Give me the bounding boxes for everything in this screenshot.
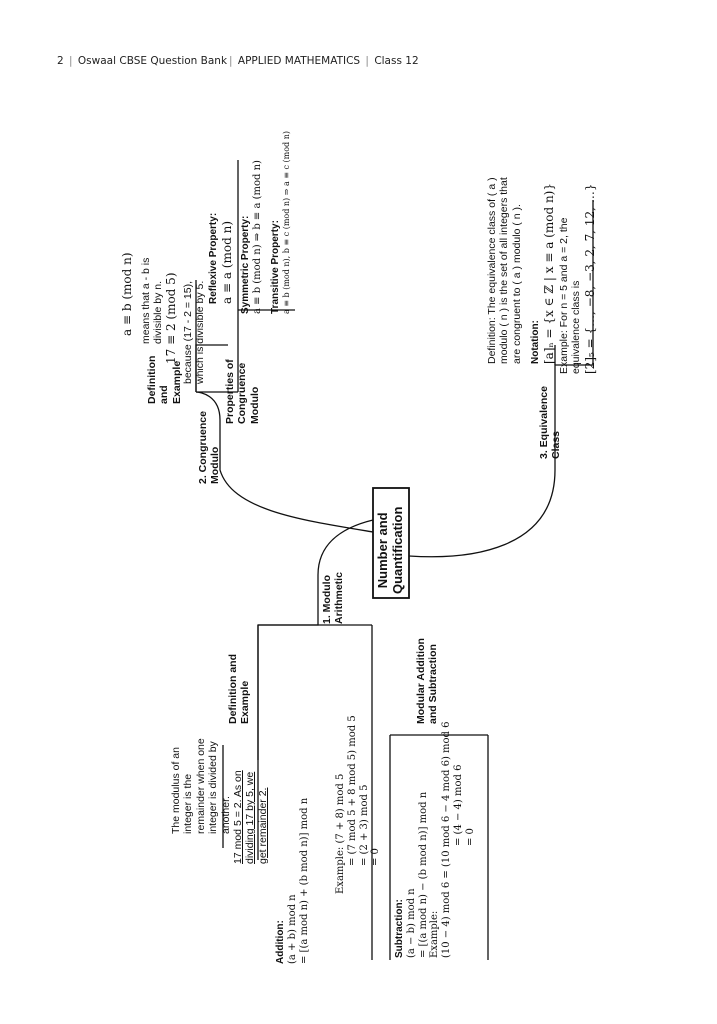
subtraction-block: Subtraction: (a − b) mod n = [(a mod n) … (394, 721, 476, 958)
modulo-definition-example: 17 mod 5 = 2. As on dividing 17 by 5, we… (232, 770, 269, 864)
congruence-meaning: means that a - b is divisible by n. (140, 257, 165, 344)
modulo-definition-heading: Definition and Example (227, 654, 252, 724)
congruence-heading: 2. Congruence Modulo (197, 411, 222, 484)
book-title: Oswaal CBSE Question Bank (77, 55, 228, 67)
transitive-property: Transitive Property: a ≡ b (mod n), b ≡ … (270, 131, 291, 314)
properties-heading: Properties of Congruence Modulo (224, 359, 261, 424)
congruence-formula: a ≡ b (mod n) (120, 252, 134, 336)
add-sub-heading: Modular Addition and Subtraction (415, 638, 440, 724)
addition-example: Example: (7 + 8) mod 5 = (7 mod 5 + 8 mo… (335, 715, 382, 894)
congruence-example-formula: 17 ≡ 2 (mod 5) (164, 272, 178, 365)
symmetric-property: Symmetric Property: a ≡ b (mod n) ⇒ b ≡ … (240, 160, 263, 314)
addition-block: Addition: (a + b) mod n = [(a mod n) + (… (275, 797, 310, 964)
equivalence-notation: Notation: [a]ₙ = {x ∈ ℤ | x ≡ a (mod n)} (530, 183, 556, 364)
equivalence-example: Example: For n = 5 and a = 2, the equiva… (558, 183, 597, 374)
center-title: Number and Quantification (375, 506, 405, 594)
center-box (372, 487, 410, 599)
subject-title: APPLIED MATHEMATICS (237, 55, 361, 67)
modulo-definition-text: The modulus of an integer is the remaind… (170, 738, 232, 834)
equivalence-definition: Definition: The equivalence class of ( a… (486, 177, 523, 364)
page-number: 2 (57, 55, 64, 67)
congruence-example-text: because (17 - 2 = 15), which is divisibl… (182, 280, 207, 384)
reflexive-property: Reflexive Property: a ≡ a (mod n) (208, 212, 234, 304)
page-header: 2 | Oswaal CBSE Question Bank| APPLIED M… (57, 55, 419, 67)
equivalence-heading: 3. Equivalence Class (538, 386, 563, 459)
modulo-arithmetic-heading: 1. Modulo Arithmetic (321, 572, 346, 624)
class-label: Class 12 (374, 55, 419, 67)
